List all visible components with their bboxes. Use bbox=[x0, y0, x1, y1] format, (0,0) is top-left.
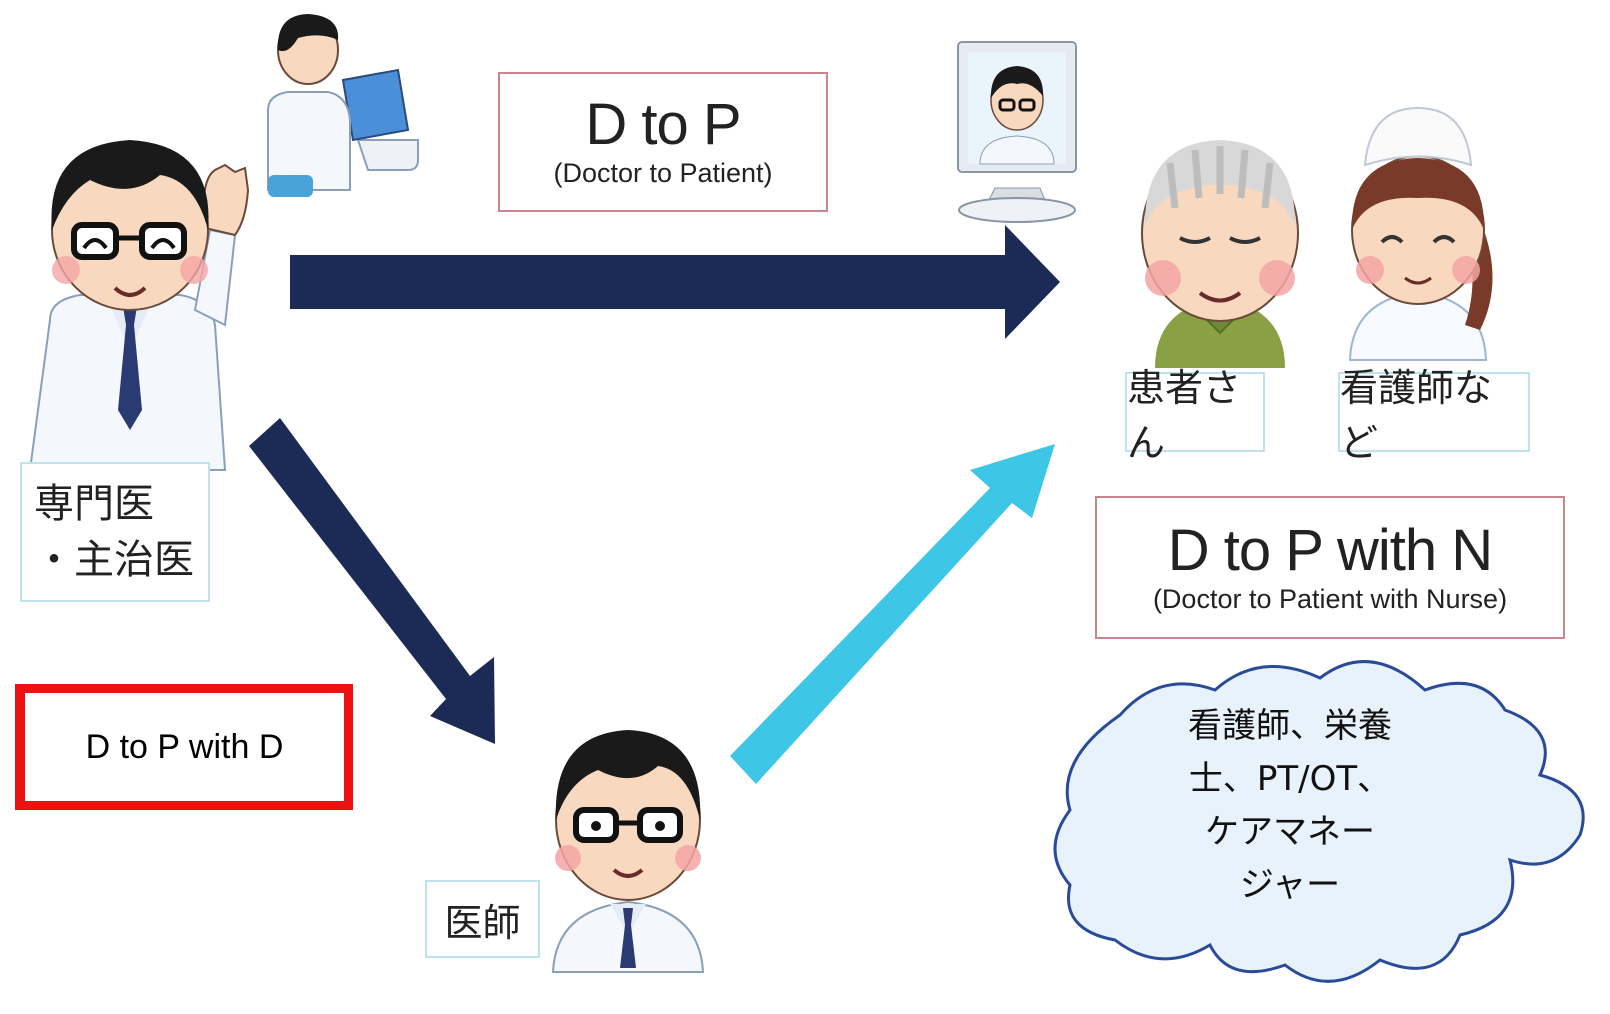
doctor-laptop-illustration bbox=[267, 14, 419, 197]
d-to-p-with-n-title: D to P with N bbox=[1167, 517, 1493, 583]
physician-label-text: 医師 bbox=[444, 900, 521, 945]
specialist-label: 専門医 ・主治医 bbox=[20, 462, 210, 602]
d-to-p-title: D to P bbox=[585, 92, 741, 157]
nurse-label-text: 看護師など bbox=[1340, 366, 1493, 465]
specialist-label-line-2: ・主治医 bbox=[34, 537, 194, 583]
d-to-p-subtitle: (Doctor to Patient) bbox=[553, 158, 773, 188]
patient-label-text: 患者さん bbox=[1127, 366, 1242, 465]
patient-label: 患者さん bbox=[1125, 366, 1265, 465]
d-to-p-with-n-model-box: D to P with N (Doctor to Patient with Nu… bbox=[1095, 496, 1565, 639]
cloud-callout-text: 看護師、栄養 士、PT/OT、 ケアマネー ジャー bbox=[1145, 700, 1435, 912]
patient-illustration bbox=[1141, 140, 1299, 368]
cloud-line-1: 看護師、栄養 bbox=[1188, 706, 1392, 746]
cloud-line-3: ケアマネー bbox=[1205, 812, 1375, 852]
d-to-p-with-n-subtitle: (Doctor to Patient with Nurse) bbox=[1152, 583, 1508, 614]
physician-illustration bbox=[551, 730, 705, 973]
d-to-p-with-d-box: D to P with D bbox=[15, 684, 353, 810]
specialist-doctor-illustration bbox=[28, 140, 250, 471]
nurse-label: 看護師など bbox=[1338, 366, 1530, 465]
cloud-line-2: 士、PT/OT、 bbox=[1188, 759, 1392, 799]
specialist-label-line-1: 専門医 bbox=[34, 481, 154, 527]
d-to-p-with-d-title: D to P with D bbox=[85, 727, 284, 766]
nurse-illustration bbox=[1348, 106, 1493, 361]
cloud-line-4: ジャー bbox=[1239, 865, 1341, 905]
physician-label: 医師 bbox=[425, 880, 540, 958]
telemedicine-monitor-illustration bbox=[957, 41, 1077, 223]
d-to-p-model-box: D to P (Doctor to Patient) bbox=[498, 72, 828, 212]
